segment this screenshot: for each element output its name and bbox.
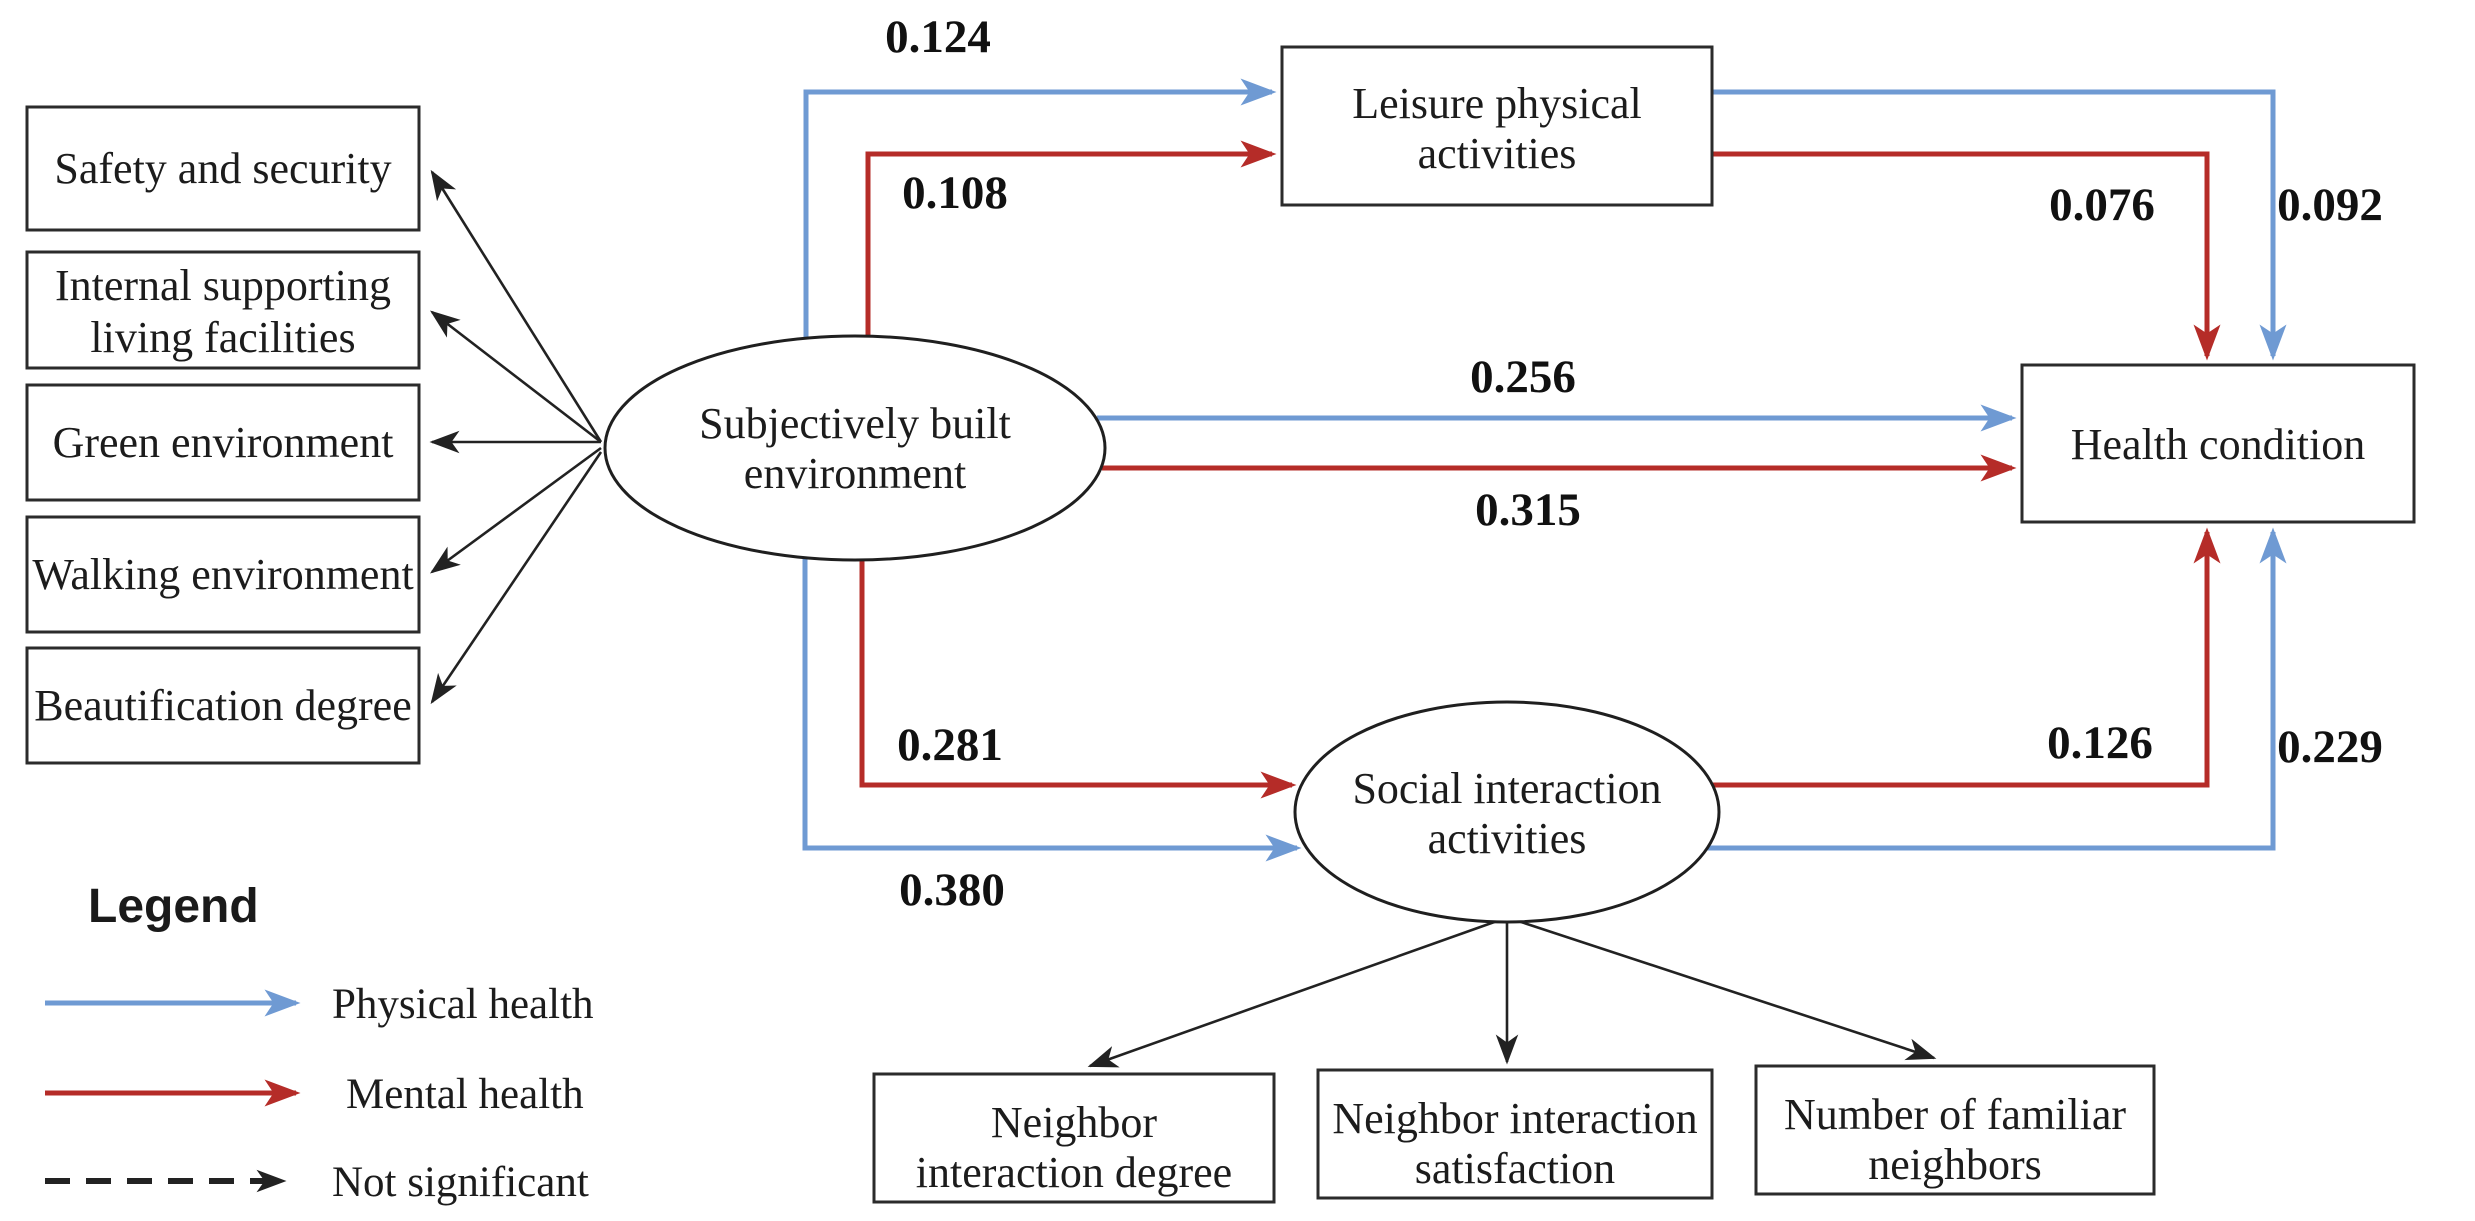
coef-sbe-health-mental: 0.315 — [1475, 484, 1581, 536]
label-familiar-neighbors-line2: neighbors — [1868, 1140, 2042, 1189]
arrow-social-familiar — [1514, 918, 1937, 1061]
label-sbe-line1: Subjectively built — [699, 399, 1011, 448]
box-neighbor-interaction-satisfaction — [1316, 1068, 1714, 1200]
coef-sbe-social-physical: 0.380 — [899, 864, 1005, 916]
label-neighbor-degree-line2: interaction degree — [916, 1148, 1232, 1197]
label-beautification-degree: Beautification degree — [34, 681, 411, 730]
coef-sbe-leisure-physical: 0.124 — [885, 11, 991, 63]
path-social-health-mental — [1713, 527, 2221, 788]
outcome-health: Health condition — [2020, 363, 2416, 524]
coef-sbe-leisure-mental: 0.108 — [902, 167, 1008, 219]
arrow-sbe-walking — [429, 446, 602, 574]
legend-not-significant-label: Not significant — [332, 1159, 589, 1206]
ellipse-subjectively-built-environment — [603, 334, 1107, 562]
label-social-line2: activities — [1428, 814, 1587, 863]
label-safety-and-security: Safety and security — [54, 144, 391, 193]
box-leisure-physical-activities — [1280, 45, 1714, 207]
label-internal-supporting-line1: Internal supporting — [55, 261, 391, 310]
box-walking-environment — [25, 515, 421, 634]
label-walking-environment: Walking environment — [32, 550, 413, 599]
latent-sbe: Subjectively built environment — [603, 334, 1107, 562]
left-indicator-boxes: Safety and security Internal supporting … — [25, 105, 421, 765]
label-internal-supporting-line2: living facilities — [90, 313, 355, 362]
label-green-environment: Green environment — [53, 418, 394, 467]
legend-title: Legend — [88, 880, 259, 933]
box-safety-and-security — [25, 105, 421, 232]
path-social-health-physical — [1707, 527, 2287, 851]
arrow-sbe-facilities — [430, 310, 602, 444]
bottom-indicator-boxes: Neighbor interaction degree Neighbor int… — [872, 1064, 2156, 1204]
label-leisure-line1: Leisure physical — [1352, 79, 1642, 128]
coef-leisure-health-physical: 0.092 — [2277, 179, 2383, 231]
path-sbe-leisure-mental — [865, 140, 1277, 342]
label-familiar-neighbors-line1: Number of familiar — [1784, 1090, 2126, 1139]
coefficient-labels: 0.124 0.108 0.076 0.092 0.256 0.315 0.28… — [885, 11, 2383, 916]
ellipse-social-interaction-activities — [1293, 700, 1721, 924]
path-leisure-health-physical — [1712, 89, 2287, 361]
coef-leisure-health-mental: 0.076 — [2049, 179, 2155, 231]
legend-mental-label: Mental health — [346, 1071, 584, 1118]
coef-social-health-mental: 0.126 — [2047, 717, 2153, 769]
box-health-condition — [2020, 363, 2416, 524]
box-number-of-familiar-neighbors — [1754, 1064, 2156, 1196]
path-sbe-social-physical — [802, 550, 1302, 862]
box-neighbor-interaction-degree — [872, 1072, 1276, 1204]
physical-health-paths — [802, 78, 2287, 862]
box-green-environment — [25, 383, 421, 502]
box-internal-supporting-living-facilities — [25, 250, 421, 370]
coef-sbe-health-physical: 0.256 — [1470, 351, 1576, 403]
sbe-indicator-arrows — [429, 169, 603, 705]
label-neighbor-satisfaction-line1: Neighbor interaction — [1332, 1094, 1697, 1143]
coef-sbe-social-mental: 0.281 — [897, 719, 1003, 771]
arrow-social-degree — [1087, 918, 1501, 1068]
label-leisure-line2: activities — [1418, 129, 1577, 178]
label-neighbor-degree-line1: Neighbor — [991, 1098, 1158, 1147]
label-neighbor-satisfaction-line2: satisfaction — [1415, 1144, 1615, 1193]
path-sbe-leisure-physical — [803, 78, 1277, 340]
legend: Legend Physical health Mental health Not… — [45, 880, 594, 1206]
coef-social-health-physical: 0.229 — [2277, 721, 2383, 773]
path-leisure-health-mental — [1712, 151, 2221, 361]
mediator-leisure: Leisure physical activities — [1280, 45, 1714, 207]
arrow-sbe-safety — [430, 169, 603, 443]
label-health-condition: Health condition — [2071, 420, 2366, 469]
legend-physical-label: Physical health — [332, 981, 594, 1028]
social-indicator-arrows — [1087, 918, 1937, 1068]
label-sbe-line2: environment — [744, 449, 966, 498]
label-social-line1: Social interaction — [1352, 764, 1661, 813]
mental-health-paths — [859, 140, 2221, 799]
box-beautification-degree — [25, 646, 421, 765]
arrow-sbe-beautification — [430, 451, 603, 705]
path-sbe-social-mental — [859, 553, 1297, 799]
mediator-social: Social interaction activities — [1293, 700, 1721, 924]
